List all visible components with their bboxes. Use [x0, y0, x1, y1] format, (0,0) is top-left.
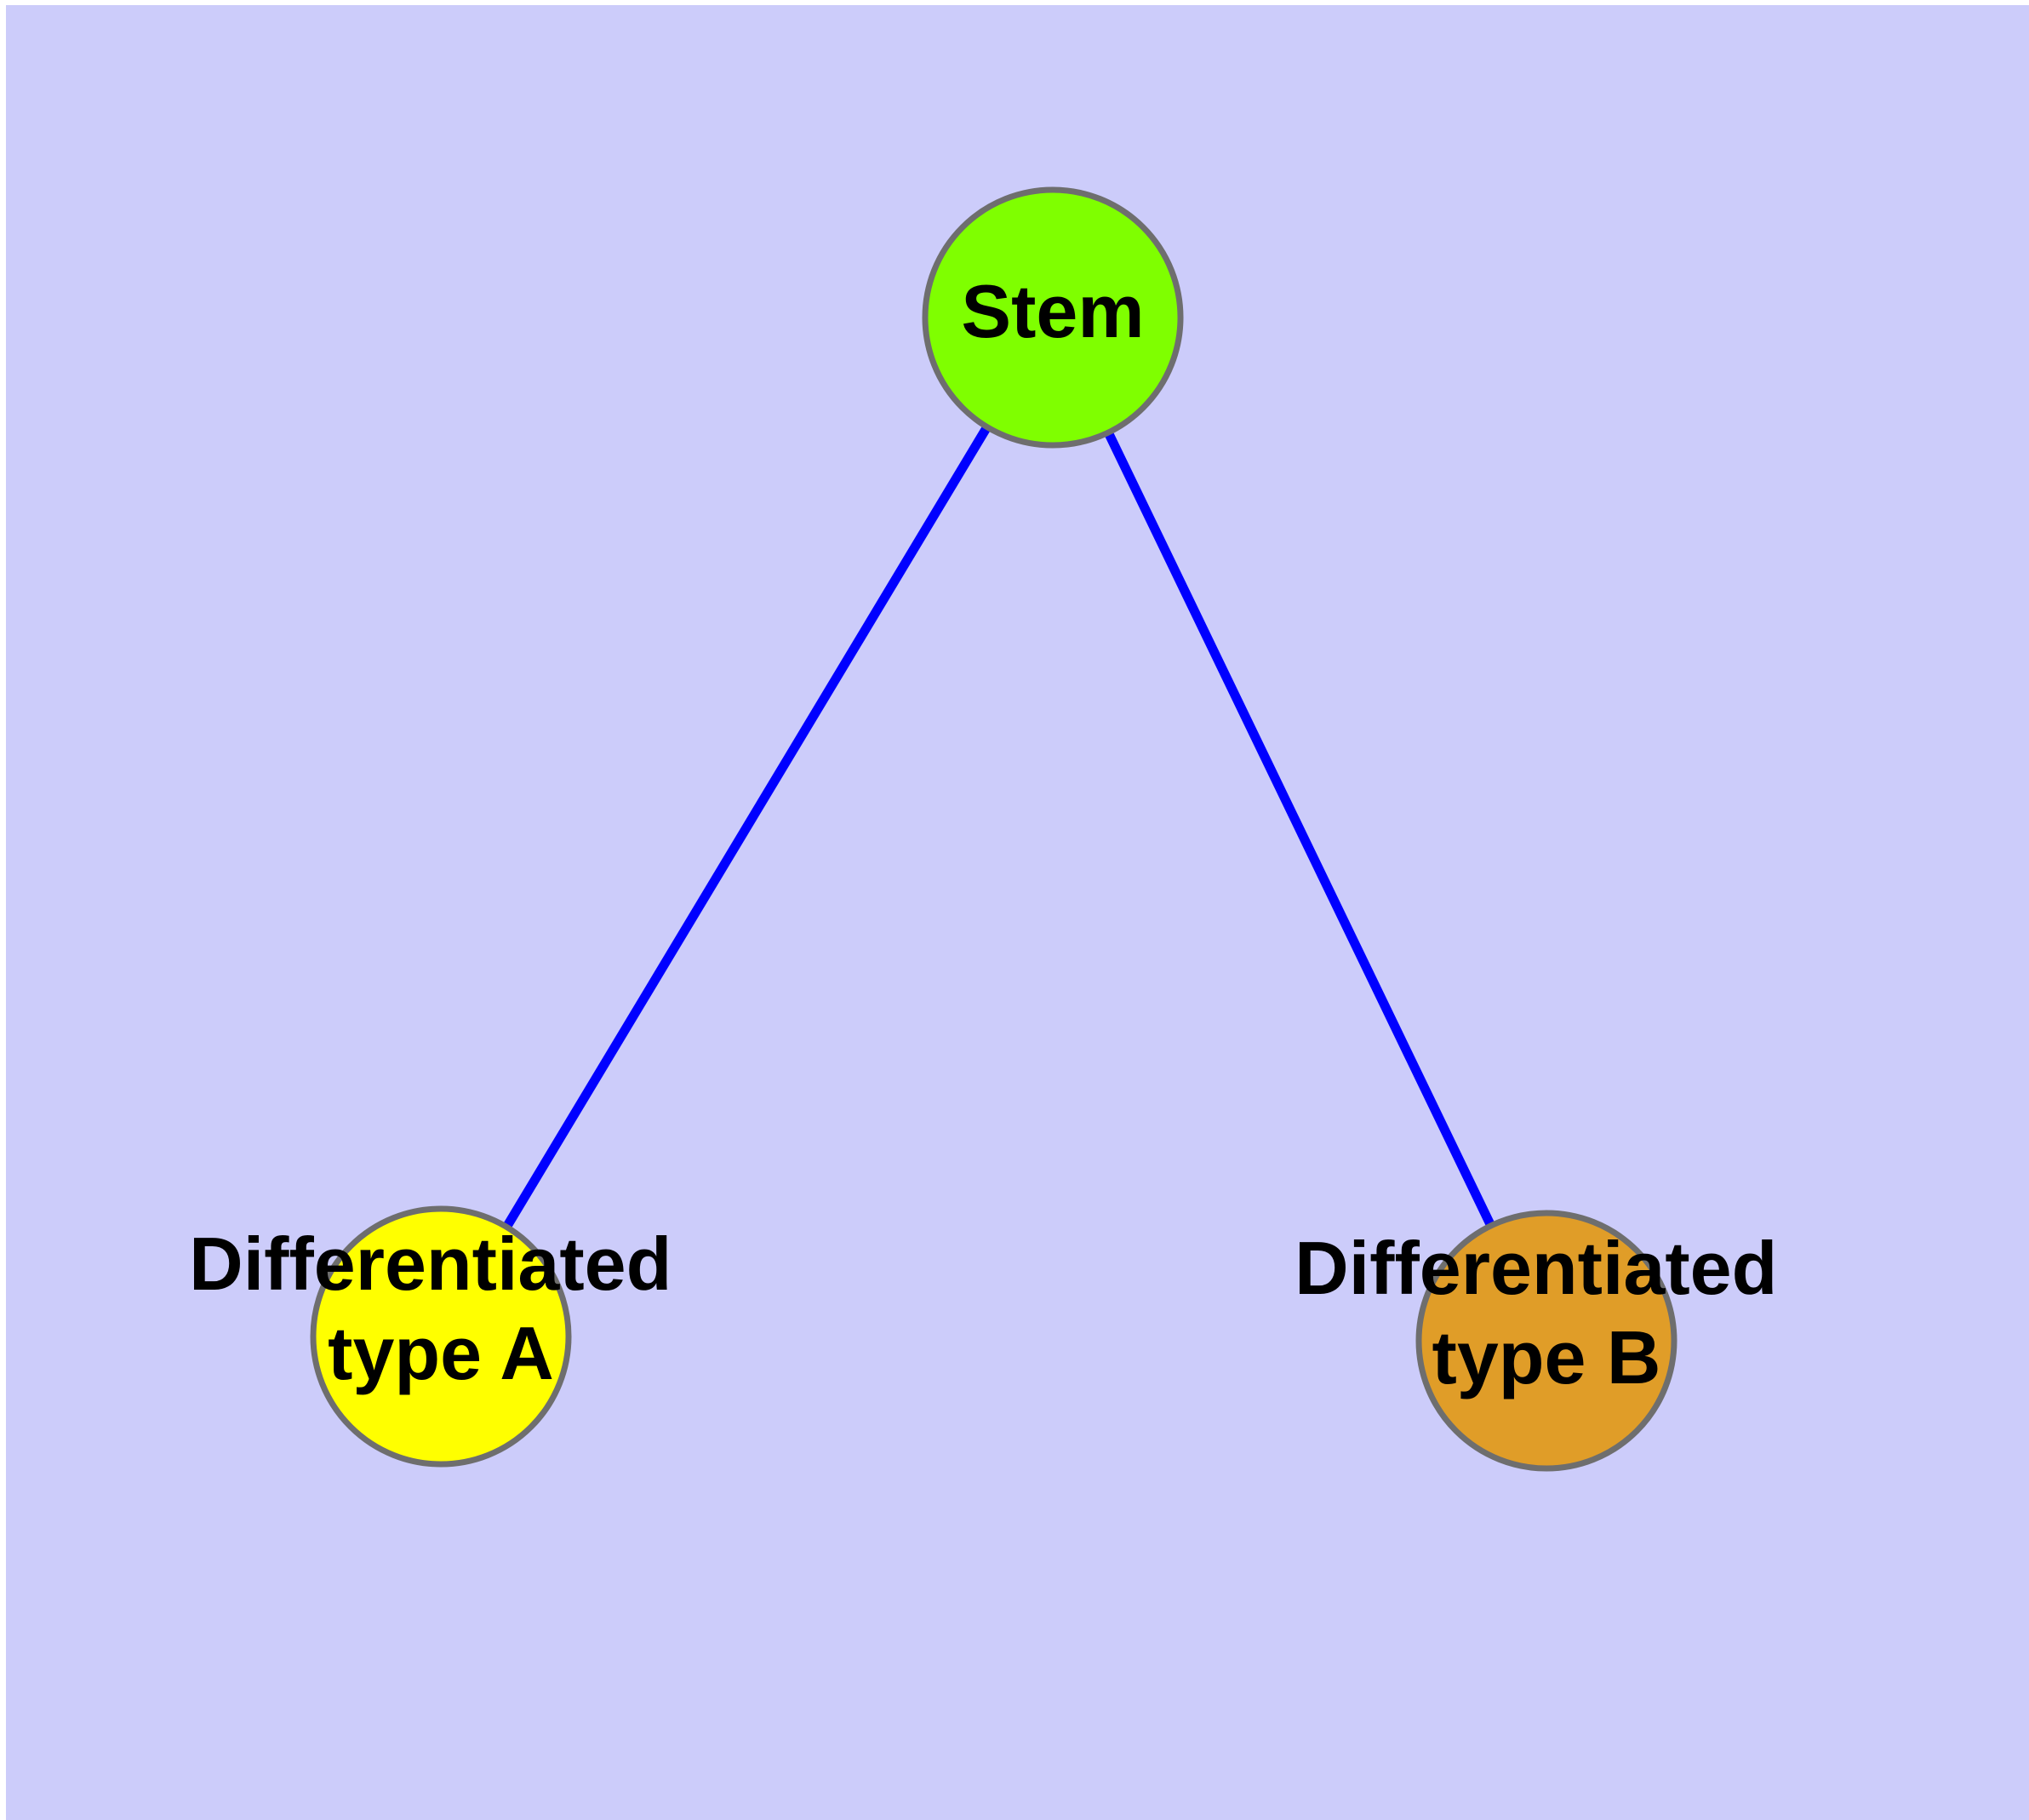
- labels-layer: Stem Differentiated type A Differentiate…: [189, 269, 1798, 1399]
- node-differentiated-type-b-label-line-1: Differentiated: [1295, 1226, 1777, 1310]
- edges-layer: [437, 315, 1551, 1343]
- node-differentiated-type-a-label-line-1: Differentiated: [189, 1222, 672, 1306]
- node-stem-label: Stem: [961, 269, 1144, 353]
- node-stem-label-line-1: Stem: [961, 269, 1144, 353]
- node-differentiated-type-a[interactable]: [310, 1205, 572, 1468]
- diagram-plot-area: Stem Differentiated type A Differentiate…: [6, 5, 2029, 1820]
- nodes-layer: [310, 186, 1677, 1472]
- node-stem-circle[interactable]: [922, 186, 1184, 449]
- node-differentiated-type-a-label-line-2: type A: [328, 1311, 554, 1395]
- node-stem[interactable]: [922, 186, 1184, 449]
- node-differentiated-type-b-label: Differentiated type B: [1295, 1226, 1798, 1399]
- node-differentiated-type-a-circle[interactable]: [310, 1205, 572, 1468]
- node-differentiated-type-a-label: Differentiated type A: [189, 1222, 693, 1395]
- edge-stem-to-differentiated-type-a: [437, 315, 1057, 1339]
- edge-stem-to-differentiated-type-b: [1049, 315, 1551, 1343]
- node-differentiated-type-b[interactable]: [1415, 1210, 1677, 1472]
- node-differentiated-type-b-circle[interactable]: [1415, 1210, 1677, 1472]
- node-differentiated-type-b-label-line-2: type B: [1432, 1315, 1661, 1399]
- graph-svg: Stem Differentiated type A Differentiate…: [189, 186, 1798, 1472]
